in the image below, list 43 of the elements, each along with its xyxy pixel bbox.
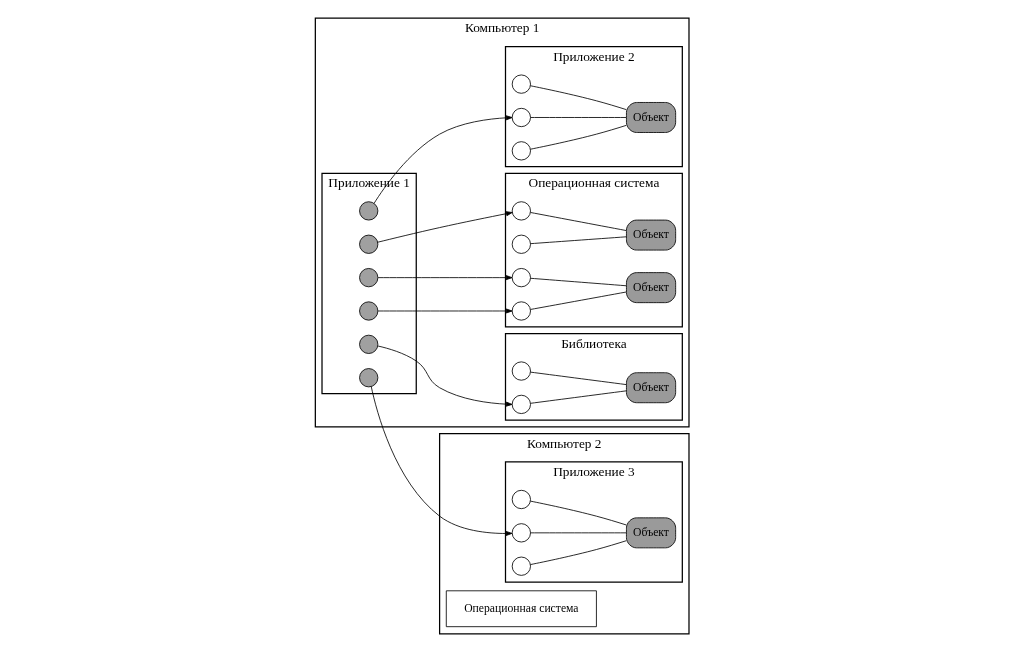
connector [530, 117, 627, 118]
arrow [370, 386, 513, 536]
node-circle [511, 201, 531, 221]
node-circle [359, 301, 379, 321]
arrow [377, 345, 513, 407]
node-box: Объект [626, 219, 677, 251]
arrow [377, 275, 513, 281]
node-circle [511, 361, 531, 381]
connector [530, 124, 627, 150]
node-circle [511, 301, 531, 321]
node-circle [359, 368, 379, 388]
cluster: Приложение 1 [321, 172, 417, 395]
arrow [377, 308, 513, 314]
node-circle [359, 268, 379, 288]
node-circle [511, 234, 531, 254]
node-circle [511, 394, 531, 414]
node-box: Объект [626, 517, 677, 549]
connector [530, 212, 627, 231]
node-box: Операционная система [445, 590, 597, 628]
node-circle [511, 523, 531, 543]
connector [530, 390, 627, 404]
node-circle [511, 74, 531, 94]
connector [530, 236, 627, 245]
connector [530, 371, 627, 385]
node-box: Объект [626, 102, 677, 133]
node-circle [511, 556, 531, 576]
node-circle [511, 141, 531, 161]
connector [530, 291, 627, 310]
node-circle [359, 201, 379, 221]
connector [530, 500, 627, 526]
arrow [373, 115, 513, 204]
node-circle [511, 268, 531, 288]
connector [530, 85, 627, 111]
node-circle [359, 334, 379, 354]
node-circle [511, 489, 531, 510]
connector [530, 540, 627, 565]
node-circle [359, 234, 379, 254]
connector [530, 532, 627, 534]
node-circle [511, 107, 531, 128]
arrow [377, 211, 513, 243]
node-box: Объект [626, 372, 677, 404]
connector [530, 277, 627, 287]
node-box: Объект [626, 272, 677, 304]
